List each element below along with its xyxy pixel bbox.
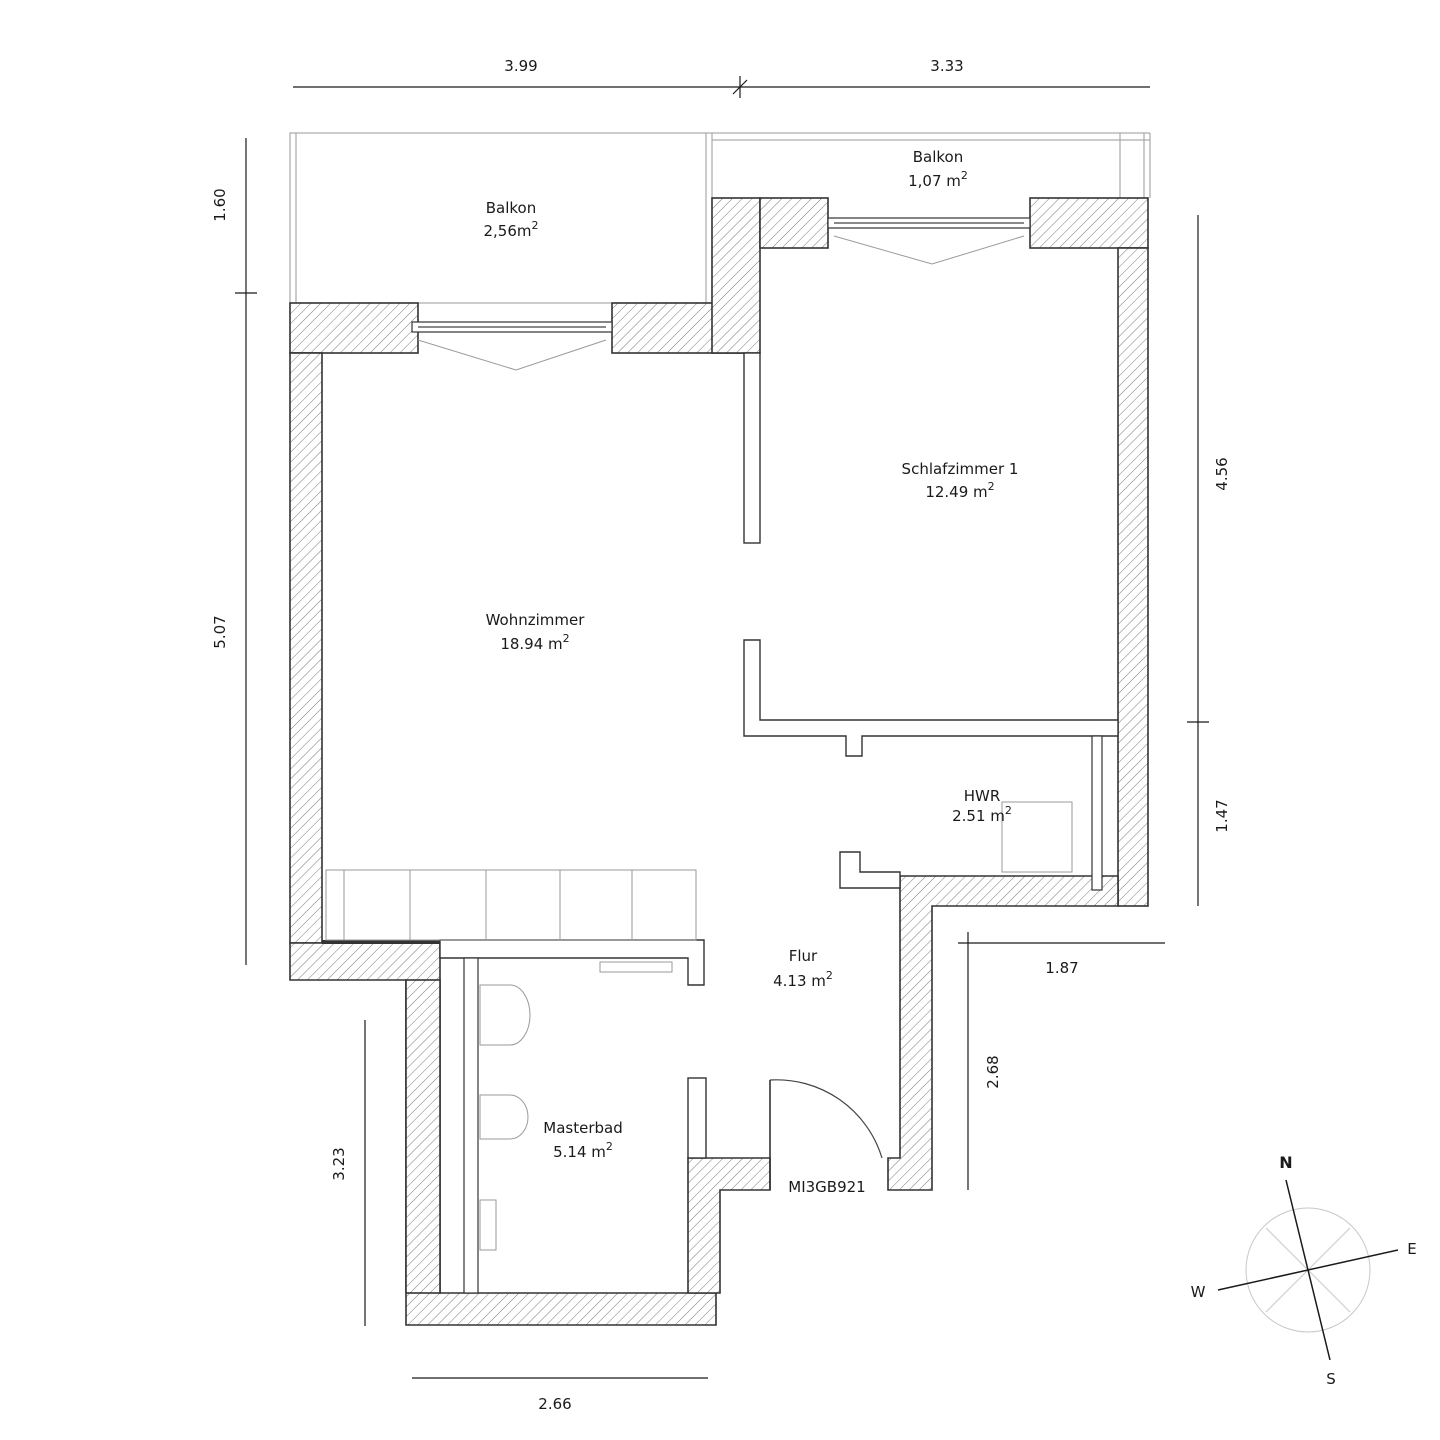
room-name: Wohnzimmer xyxy=(486,611,586,629)
entry-door xyxy=(769,1079,883,1190)
room-label-schlafzimmer: Schlafzimmer 1 12.49 m2 xyxy=(902,460,1019,501)
balcony-left xyxy=(289,132,713,304)
room-name: Masterbad xyxy=(543,1119,622,1137)
dim-right-lower: 1.47 xyxy=(1213,799,1231,832)
compass: N E S W xyxy=(1191,1153,1417,1388)
bath-fixtures xyxy=(479,961,673,1251)
room-area: 12.49 m2 xyxy=(925,480,994,501)
room-area: 2.51 m2 xyxy=(952,804,1012,825)
window-bedroom xyxy=(827,217,1031,265)
dim-left-main: 5.07 xyxy=(211,615,229,648)
dim-right-upper: 4.56 xyxy=(1213,457,1231,490)
room-label-masterbad: Masterbad 5.14 m2 xyxy=(543,1119,622,1161)
dim-bath-width: 2.66 xyxy=(538,1395,571,1413)
room-area: 5.14 m2 xyxy=(553,1140,613,1161)
room-label-wohnzimmer: Wohnzimmer 18.94 m2 xyxy=(486,611,586,653)
dim-top-right: 3.33 xyxy=(930,57,963,75)
compass-west-label: W xyxy=(1191,1283,1206,1301)
dimension-lines xyxy=(235,76,1209,1379)
interior-walls xyxy=(322,352,1119,1294)
room-label-balkon-right: Balkon 1,07 m2 xyxy=(908,148,968,190)
exterior-walls xyxy=(289,197,1149,1326)
room-name: Schlafzimmer 1 xyxy=(902,460,1019,478)
dim-left-upper: 1.60 xyxy=(211,188,229,221)
dim-entry-width: 1.87 xyxy=(1045,959,1078,977)
window-living xyxy=(411,321,613,371)
unit-code: MI3GB921 xyxy=(788,1178,865,1196)
room-label-hwr: HWR 2.51 m2 xyxy=(952,787,1012,825)
room-area: 2,56m2 xyxy=(483,219,538,240)
washing-machine xyxy=(1001,801,1073,873)
room-label-balkon-left: Balkon 2,56m2 xyxy=(483,199,538,240)
dim-entry-depth: 2.68 xyxy=(984,1055,1002,1088)
room-area: 18.94 m2 xyxy=(500,632,569,653)
room-label-flur: Flur 4.13 m2 xyxy=(773,947,833,990)
room-area: 4.13 m2 xyxy=(773,969,833,990)
balcony-right xyxy=(712,132,1151,198)
room-area: 1,07 m2 xyxy=(908,169,968,190)
dimension-labels: 3.99 3.33 1.60 5.07 4.56 1.47 1.87 2.68 … xyxy=(211,57,1231,1413)
dim-top-left: 3.99 xyxy=(504,57,537,75)
room-name: Flur xyxy=(789,947,818,965)
room-name: Balkon xyxy=(913,148,964,166)
compass-north-label: N xyxy=(1279,1153,1292,1172)
compass-east-label: E xyxy=(1407,1240,1416,1258)
dim-bath-height: 3.23 xyxy=(330,1147,348,1180)
kitchen-counter xyxy=(325,869,697,941)
compass-south-label: S xyxy=(1326,1370,1336,1388)
room-name: HWR xyxy=(964,787,1001,805)
room-name: Balkon xyxy=(486,199,537,217)
